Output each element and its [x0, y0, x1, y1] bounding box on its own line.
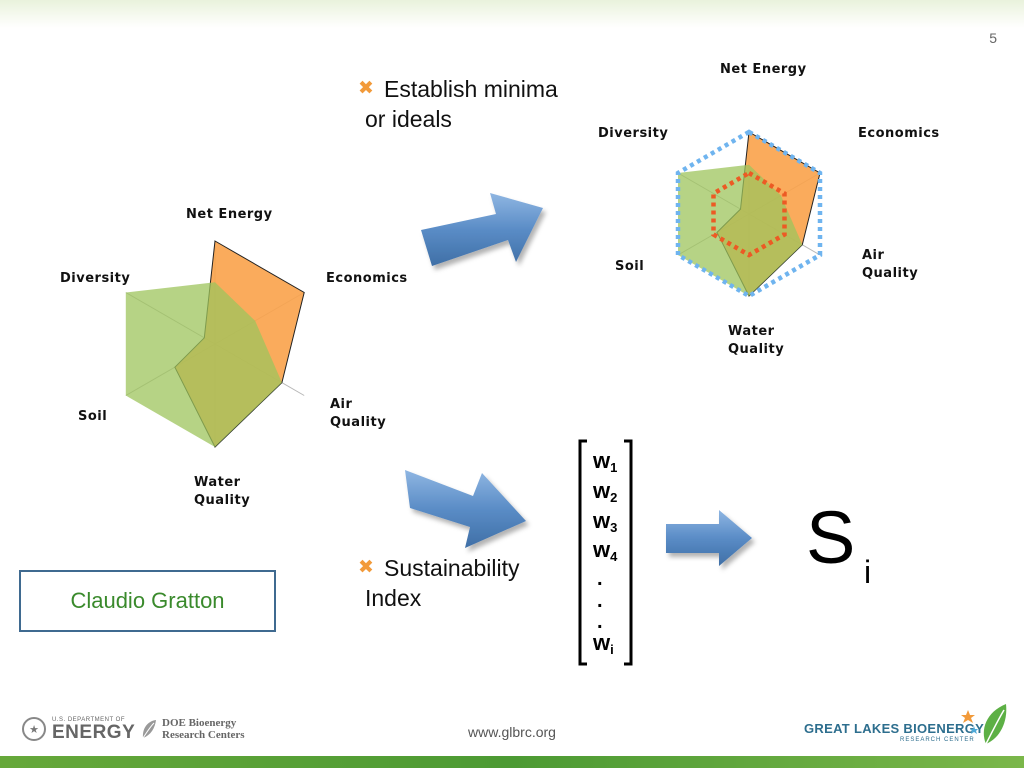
sustainability-subscript: i — [864, 554, 871, 590]
top-band — [0, 0, 1024, 28]
radar-axis-label: Soil — [78, 409, 107, 424]
bullet-establish-minima: ✖ Establish minima or ideals — [358, 74, 588, 134]
bullet-sustainability-index: ✖ Sustainability Index — [358, 553, 520, 613]
matrix-entry: w4 — [592, 537, 618, 564]
bullet-text-line1: Sustainability — [384, 555, 520, 581]
matrix-entry: . — [597, 568, 603, 590]
doe-line2: Research Centers — [162, 729, 245, 741]
radar-axis-label: Diversity — [60, 271, 130, 286]
matrix-entry: . — [597, 590, 603, 612]
bullet-text-line2: or ideals — [365, 106, 452, 132]
glbrc-title: GREAT LAKES BIOENERGY — [804, 721, 985, 736]
sustainability-symbol: S — [806, 496, 855, 579]
radar-axis-label: Net Energy — [186, 207, 273, 222]
doe-bioenergy-logo: DOE Bioenergy Research Centers — [140, 716, 245, 742]
glbrc-logo: GREAT LAKES BIOENERGY RESEARCH CENTER — [804, 704, 1008, 748]
x-bullet-icon: ✖ — [358, 78, 374, 99]
leaf-icon — [142, 720, 156, 739]
author-name: Claudio Gratton — [70, 588, 225, 613]
matrix-entry: wi — [592, 630, 614, 657]
radar-series-area — [125, 282, 282, 447]
energy-big-text: ENERGY — [52, 721, 136, 743]
matrix-entry: w2 — [592, 478, 617, 505]
radar-axis-label: Soil — [615, 259, 644, 274]
matrix-entry: . — [597, 611, 603, 633]
bullet-text-line2: Index — [365, 585, 422, 611]
matrix-left-bracket — [578, 439, 587, 666]
radar-axis-label: Diversity — [598, 126, 668, 141]
x-bullet-icon: ✖ — [358, 557, 374, 578]
doe-seal-icon: ★ — [22, 717, 46, 741]
radar-axis-label: Net Energy — [720, 62, 807, 77]
matrix-entry: w3 — [592, 508, 617, 535]
slide-number: 5 — [989, 30, 997, 46]
author-box: Claudio Gratton — [19, 570, 276, 632]
glbrc-subtitle: RESEARCH CENTER — [900, 737, 975, 743]
bullet-text-line1: Establish minima — [384, 76, 558, 102]
radar-series-area — [678, 164, 803, 296]
footer-url[interactable]: www.glbrc.org — [468, 724, 556, 740]
doe-line1: DOE Bioenergy — [162, 717, 237, 729]
radar-axis-label: Economics — [858, 126, 940, 141]
radar-series-outline — [675, 129, 823, 299]
bottom-band — [0, 756, 1024, 768]
energy-small-text: U.S. DEPARTMENT OF — [52, 716, 126, 723]
doe-energy-logo: ★ U.S. DEPARTMENT OF ENERGY — [22, 714, 135, 744]
radar-axis-label: Economics — [326, 271, 408, 286]
matrix-right-bracket — [624, 439, 633, 666]
radar-series-outline — [711, 170, 787, 258]
matrix-entry: w1 — [592, 448, 617, 475]
leaf-star-icon — [961, 704, 1007, 745]
